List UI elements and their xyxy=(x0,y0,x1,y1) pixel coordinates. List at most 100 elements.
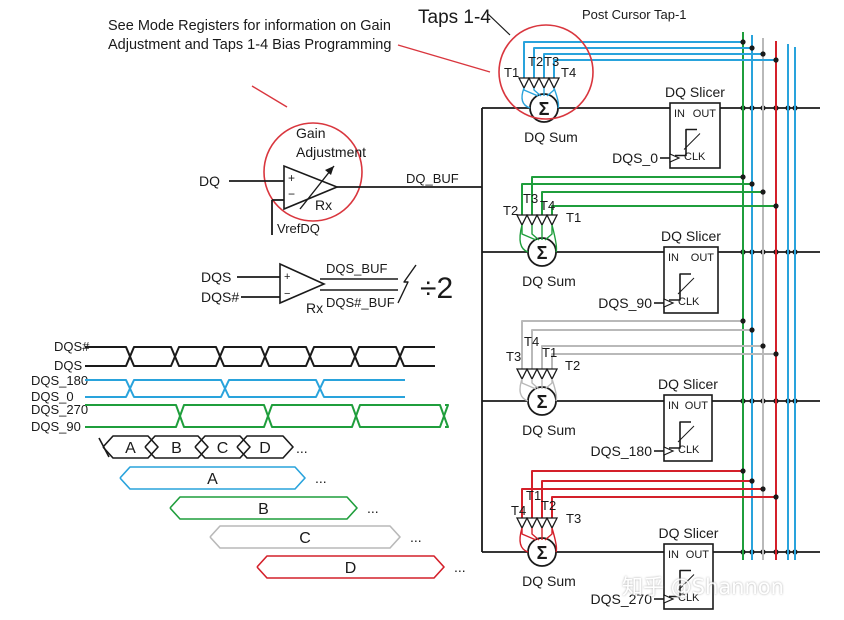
dq-slicer-label: DQ Slicer xyxy=(659,525,719,541)
slicer-clk-input-label: DQS_180 xyxy=(591,443,653,459)
tap-buffer xyxy=(525,517,539,530)
taps-label-pointer xyxy=(487,13,511,36)
dq-receiver-amp xyxy=(283,164,340,211)
tap-label: T3 xyxy=(523,191,538,206)
watermark: 知乎 @Shannon xyxy=(622,575,784,599)
tap-junction xyxy=(773,57,779,63)
ellipsis: ... xyxy=(454,559,466,575)
timing-waveform xyxy=(85,404,449,428)
lane-eye xyxy=(169,496,358,520)
tap-buffer xyxy=(545,517,559,530)
lane-label: D xyxy=(345,560,357,577)
tap-buffer xyxy=(535,214,549,227)
tap-junction xyxy=(749,181,755,187)
tap-label: T1 xyxy=(526,488,541,503)
tap-loop xyxy=(519,527,529,553)
slicer-clk-label: CLK xyxy=(678,296,700,308)
ellipsis: ... xyxy=(367,500,379,516)
slicer-clk-label: CLK xyxy=(678,592,700,604)
slicer-clk-input-label: DQS_270 xyxy=(591,591,653,607)
timing-waveform xyxy=(85,379,405,398)
timing-signal-label: DQS xyxy=(54,358,83,373)
slicer-out-label: OUT xyxy=(693,108,717,120)
tap-junction xyxy=(760,486,766,492)
sigma-symbol: Σ xyxy=(537,392,548,412)
lane-label: B xyxy=(258,501,269,518)
bit-eye xyxy=(102,435,159,459)
timing-waveform xyxy=(85,346,435,367)
tap-buffer xyxy=(525,368,539,381)
dq-sum-label: DQ Sum xyxy=(522,573,576,589)
lane-eye xyxy=(119,466,306,490)
slicer-step-symbol xyxy=(669,569,691,598)
dqs-amp-plus: + xyxy=(284,271,290,283)
taps-label: Taps 1-4 xyxy=(418,7,491,28)
gain-arrow-line xyxy=(299,165,335,210)
dqs-input-label: DQS xyxy=(201,269,231,285)
tap-loop xyxy=(553,87,560,109)
tap-label: T1 xyxy=(504,65,519,80)
tap-buffer xyxy=(527,77,541,90)
tap-junction xyxy=(740,468,746,474)
timing-signal-label: DQS_270 xyxy=(31,402,88,417)
tap-label: T2 xyxy=(503,203,518,218)
tap-label: T4 xyxy=(540,198,555,213)
lane-label: C xyxy=(299,530,311,547)
tap-buffer xyxy=(515,368,529,381)
tap-to-sum-wire xyxy=(531,528,540,541)
gain-adjustment-circle xyxy=(263,122,363,222)
tap-buffer xyxy=(525,214,539,227)
tap-feed-wire xyxy=(541,191,763,215)
slicer-step-slope xyxy=(677,425,695,443)
tap-feed-wire xyxy=(531,470,743,518)
tap-feed-wire xyxy=(551,353,776,369)
vrefdq-label: VrefDQ xyxy=(277,221,320,236)
timing-waveform xyxy=(85,346,435,367)
tap-feed-wire xyxy=(533,47,752,78)
bit-eye xyxy=(144,435,209,459)
tap-buffer xyxy=(515,517,529,530)
tap-loop xyxy=(551,527,558,553)
dq-sum-label: DQ Sum xyxy=(522,273,576,289)
dq-input-label: DQ xyxy=(199,173,220,189)
tap-buffer xyxy=(545,214,559,227)
slicer-in-label: IN xyxy=(668,400,679,412)
tap-feed-wire xyxy=(521,183,752,215)
slicer-out-label: OUT xyxy=(685,400,709,412)
slicer-in-label: IN xyxy=(668,549,679,561)
dqs-amp-minus: − xyxy=(284,288,290,300)
tap-loop xyxy=(519,378,529,402)
lane-label: A xyxy=(207,471,218,488)
sigma-symbol: Σ xyxy=(537,243,548,263)
ellipsis: ... xyxy=(410,529,422,545)
dqs-n-input-label: DQS# xyxy=(201,289,239,305)
tap-buffer xyxy=(535,368,549,381)
tap-junction xyxy=(760,51,766,57)
tap-junction xyxy=(749,478,755,484)
slicer-out-label: OUT xyxy=(686,549,710,561)
dq-slicer-label: DQ Slicer xyxy=(661,228,721,244)
tap-loop xyxy=(521,87,531,109)
lane-eye xyxy=(256,555,445,579)
note-pointer-line xyxy=(251,85,288,108)
tap-label: T3 xyxy=(566,511,581,526)
dq-amp-plus: + xyxy=(288,171,295,185)
tap-label: T2 xyxy=(565,358,580,373)
tap-label: T4 xyxy=(524,334,539,349)
tap-label: T4 xyxy=(511,503,526,518)
tap-junction xyxy=(760,343,766,349)
tap-feed-wire xyxy=(523,41,743,78)
tap-label: T4 xyxy=(561,65,576,80)
tap-label: T3 xyxy=(544,54,559,69)
dq-sum-label: DQ Sum xyxy=(524,129,578,145)
dq-amp-minus: − xyxy=(288,187,295,201)
tap-feed-wire xyxy=(551,205,776,215)
tap-loop xyxy=(551,378,558,402)
tap-junction xyxy=(749,327,755,333)
sigma-symbol: Σ xyxy=(539,99,550,119)
tap-loop xyxy=(519,224,529,253)
tap-loop xyxy=(551,224,558,253)
tap-feed-wire xyxy=(531,176,743,215)
